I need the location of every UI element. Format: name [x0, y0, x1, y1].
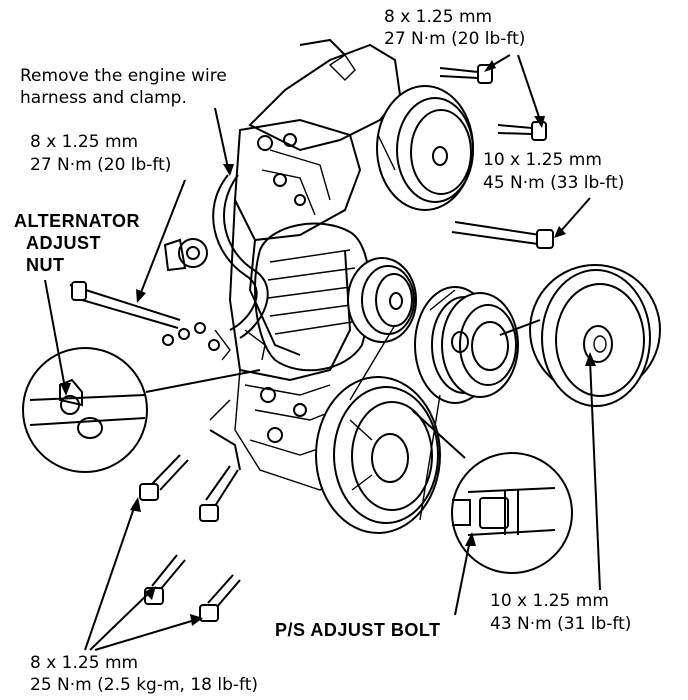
pulley-detail-circle [499, 264, 661, 407]
right-upper-spec-torque: 45 N·m (33 lb-ft) [483, 173, 625, 193]
ps-bolt-detail-circle [411, 409, 573, 574]
bolt-lower-4 [199, 574, 241, 622]
right-upper-spec-size: 10 x 1.25 mm [483, 150, 602, 170]
wire-harness [162, 174, 269, 361]
bolt-top-left [439, 64, 493, 84]
engine-block [209, 38, 402, 491]
top-spec-size: 8 x 1.25 mm [384, 7, 493, 27]
alternator-adjust-label-line2: ADJUST [26, 233, 102, 253]
ps-adjust-bolt-label: P/S ADJUST BOLT [275, 620, 441, 640]
alternator-adjust-label-line1: ALTERNATOR [14, 211, 140, 231]
crank-pulley [315, 376, 441, 534]
right-lower-spec-size: 10 x 1.25 mm [490, 591, 609, 611]
upper-pulley [376, 85, 474, 211]
idler-pulley [414, 286, 519, 404]
bolt-lower-1 [139, 454, 189, 501]
bolt-top-right [497, 121, 547, 141]
leader-lines [44, 54, 601, 651]
bolt-lower-2 [199, 465, 239, 522]
bolt-long-right [451, 221, 554, 249]
right-lower-spec-torque: 43 N·m (31 lb-ft) [490, 614, 632, 634]
bottom-spec-size: 8 x 1.25 mm [30, 653, 139, 673]
alternator [254, 222, 371, 372]
remove-harness-note-line2: harness and clamp. [20, 88, 187, 108]
drive-belt [349, 289, 456, 521]
alternator-adjust-label-line3: NUT [26, 255, 65, 275]
top-spec-torque: 27 N·m (20 lb-ft) [384, 29, 526, 49]
bolt-long-left [69, 281, 181, 329]
left-spec-size: 8 x 1.25 mm [30, 132, 139, 152]
bottom-spec-torque: 25 N·m (2.5 kg-m, 18 lb-ft) [30, 675, 258, 695]
remove-harness-note-line1: Remove the engine wire [20, 66, 227, 86]
left-spec-torque: 27 N·m (20 lb-ft) [30, 155, 172, 175]
alternator-nut-detail-circle [22, 347, 261, 473]
alternator-pulley [347, 257, 417, 343]
